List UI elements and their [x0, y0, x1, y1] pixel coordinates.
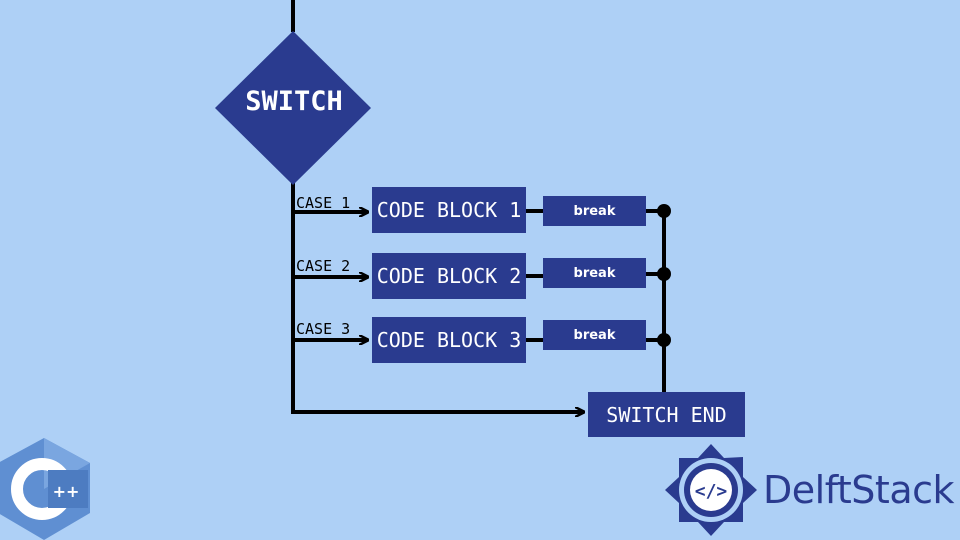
junction-dot-3	[657, 333, 671, 347]
break-box-2: break	[543, 258, 646, 288]
case-2-label: CASE 2	[296, 257, 351, 275]
switch-label: SWITCH	[245, 86, 343, 117]
code-block-1: CODE BLOCK 1	[372, 187, 526, 233]
delftstack-wordmark: DelftStack	[763, 468, 955, 512]
junction-dot-2	[657, 267, 671, 281]
break-box-1: break	[543, 196, 646, 226]
code-block-3: CODE BLOCK 3	[372, 317, 526, 363]
junction-dot-1	[657, 204, 671, 218]
cpp-logo: ++	[0, 438, 90, 540]
code-block-2: CODE BLOCK 2	[372, 253, 526, 299]
break-box-3: break	[543, 320, 646, 350]
switch-end-box: SWITCH END	[588, 392, 745, 437]
svg-text:</>: </>	[695, 481, 728, 502]
svg-text:++: ++	[53, 482, 80, 501]
switch-decision-diamond	[215, 31, 371, 185]
delftstack-emblem-icon: </>	[665, 444, 757, 536]
case-3-label: CASE 3	[296, 320, 351, 338]
case-1-label: CASE 1	[296, 194, 351, 212]
